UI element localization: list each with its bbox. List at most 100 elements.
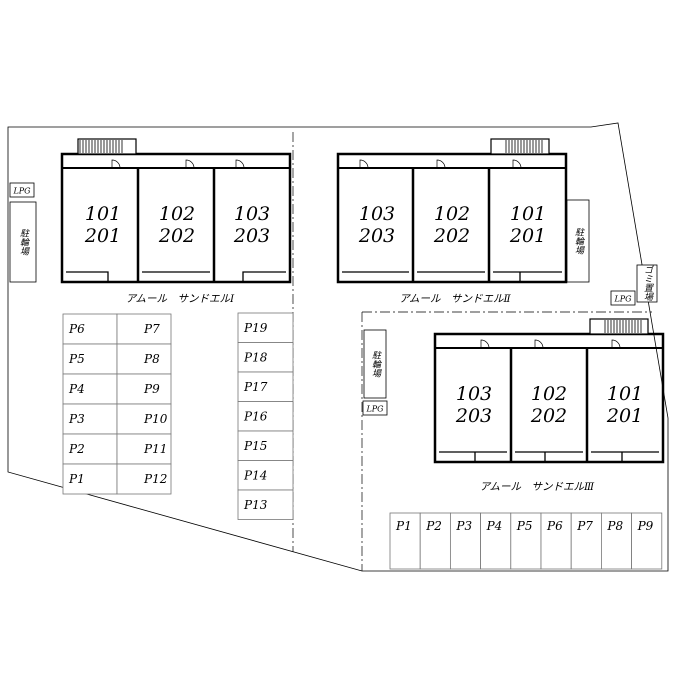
parking-space-label: P12: [143, 472, 167, 486]
unit-number: 101: [85, 203, 121, 225]
unit-number: 201: [509, 225, 546, 247]
parking-space: [116, 463, 172, 495]
garbage-station: ゴミ置場: [636, 264, 658, 303]
building-3: 103 203 102 202 101 201 アムール サンドエルⅢ: [433, 318, 665, 493]
door-icon: [111, 159, 121, 169]
parking-space: [449, 512, 481, 570]
parking-space-label: P3: [455, 519, 472, 533]
parking-space: [116, 313, 172, 345]
door-icon: [185, 159, 195, 169]
stair-enclosure: [490, 138, 550, 155]
balcony-line: [66, 271, 286, 282]
unit-number: 202: [530, 405, 567, 427]
parking-space-label: P6: [546, 519, 563, 533]
lpg-box: LPG: [362, 400, 388, 416]
parking-space: [237, 342, 294, 373]
stair-enclosure: [589, 318, 649, 335]
building-name: アムール サンドエルⅡ: [399, 293, 511, 305]
building-2: 103 203 102 202 101 201 アムール サンドエルⅡ: [336, 138, 568, 305]
door-icon: [480, 339, 490, 349]
unit-number: 102: [531, 383, 567, 405]
unit-number: 203: [358, 225, 395, 247]
unit-number: 101: [510, 203, 546, 225]
parking-space: [419, 512, 451, 570]
balcony-line: [439, 451, 659, 462]
parking-space-label: P8: [606, 519, 623, 533]
parking-space-label: P1: [395, 519, 412, 533]
building-outline: [433, 332, 665, 464]
wall: [411, 168, 491, 282]
wall: [136, 168, 216, 282]
parking-space: [116, 403, 172, 435]
parking-space: [510, 512, 542, 570]
parking-space-label: P19: [243, 321, 268, 335]
parking-space-label: P17: [243, 380, 268, 394]
lpg-box: LPG: [9, 182, 35, 198]
unit-number: 202: [158, 225, 195, 247]
unit-number: 203: [455, 405, 492, 427]
parking-space: [62, 463, 118, 495]
unit-number: 103: [456, 383, 492, 405]
unit-number: 103: [234, 203, 270, 225]
parking-space-label: P4: [486, 519, 503, 533]
stair-icon: [79, 140, 123, 153]
parking-space: [237, 489, 294, 520]
parking-space: [570, 512, 602, 570]
parking-space: [62, 433, 118, 465]
parking-space-label: P8: [143, 352, 160, 366]
parking-space-label: P3: [68, 412, 85, 426]
parking-space: [631, 512, 663, 570]
door-icon: [359, 159, 369, 169]
unit-number: 103: [359, 203, 395, 225]
unit-number: 201: [606, 405, 643, 427]
unit-number: 203: [233, 225, 270, 247]
parking-space-label: P7: [576, 519, 593, 533]
parking-space: [237, 430, 294, 461]
parking-space-label: P15: [243, 439, 267, 453]
parking-space-label: P13: [243, 498, 268, 512]
parking-space: [116, 343, 172, 375]
parking-space-label: P16: [243, 410, 268, 424]
door-icon: [436, 159, 446, 169]
parking-space: [237, 401, 294, 432]
door-icon: [534, 339, 544, 349]
unit-number: 102: [159, 203, 195, 225]
parking-space-label: P7: [143, 322, 160, 336]
parking-space-label: P2: [68, 442, 85, 456]
parking-space-label: P5: [516, 519, 533, 533]
lpg-label: LPG: [613, 295, 632, 304]
parking-space: [389, 512, 421, 570]
bike-parking: 駐輪場: [9, 201, 37, 283]
door-icon: [611, 339, 621, 349]
parking-space-label: P1: [68, 472, 85, 486]
parking-group-bottom-row: P1 P2 P3 P4 P5 P6 P7 P8 P9: [389, 512, 663, 570]
bike-parking-label: 駐輪場: [573, 227, 584, 254]
door-icon: [512, 159, 522, 169]
stair-icon: [505, 140, 543, 153]
parking-space: [62, 343, 118, 375]
wall: [509, 348, 589, 462]
unit-number: 202: [433, 225, 470, 247]
unit-number: 101: [607, 383, 643, 405]
bike-parking-label: 駐輪場: [18, 228, 29, 255]
building-1: 101 201 102 202 103 203 アムール サンドエルⅠ: [60, 138, 292, 305]
lpg-label: LPG: [12, 187, 31, 196]
parking-space-label: P5: [68, 352, 85, 366]
parking-space-label: P14: [243, 469, 267, 483]
door-icon: [235, 159, 245, 169]
parking-space-label: P9: [637, 519, 654, 533]
parking-space: [480, 512, 512, 570]
lpg-box: LPG: [610, 290, 636, 306]
unit-number: 201: [84, 225, 121, 247]
parking-space-label: P11: [143, 442, 167, 456]
parking-space: [237, 460, 294, 491]
divider-line: [361, 311, 652, 571]
building-outline: [60, 152, 292, 284]
lpg-label: LPG: [365, 405, 384, 414]
building-outline: [336, 152, 568, 284]
parking-space-label: P2: [425, 519, 442, 533]
parking-space: [116, 373, 172, 405]
